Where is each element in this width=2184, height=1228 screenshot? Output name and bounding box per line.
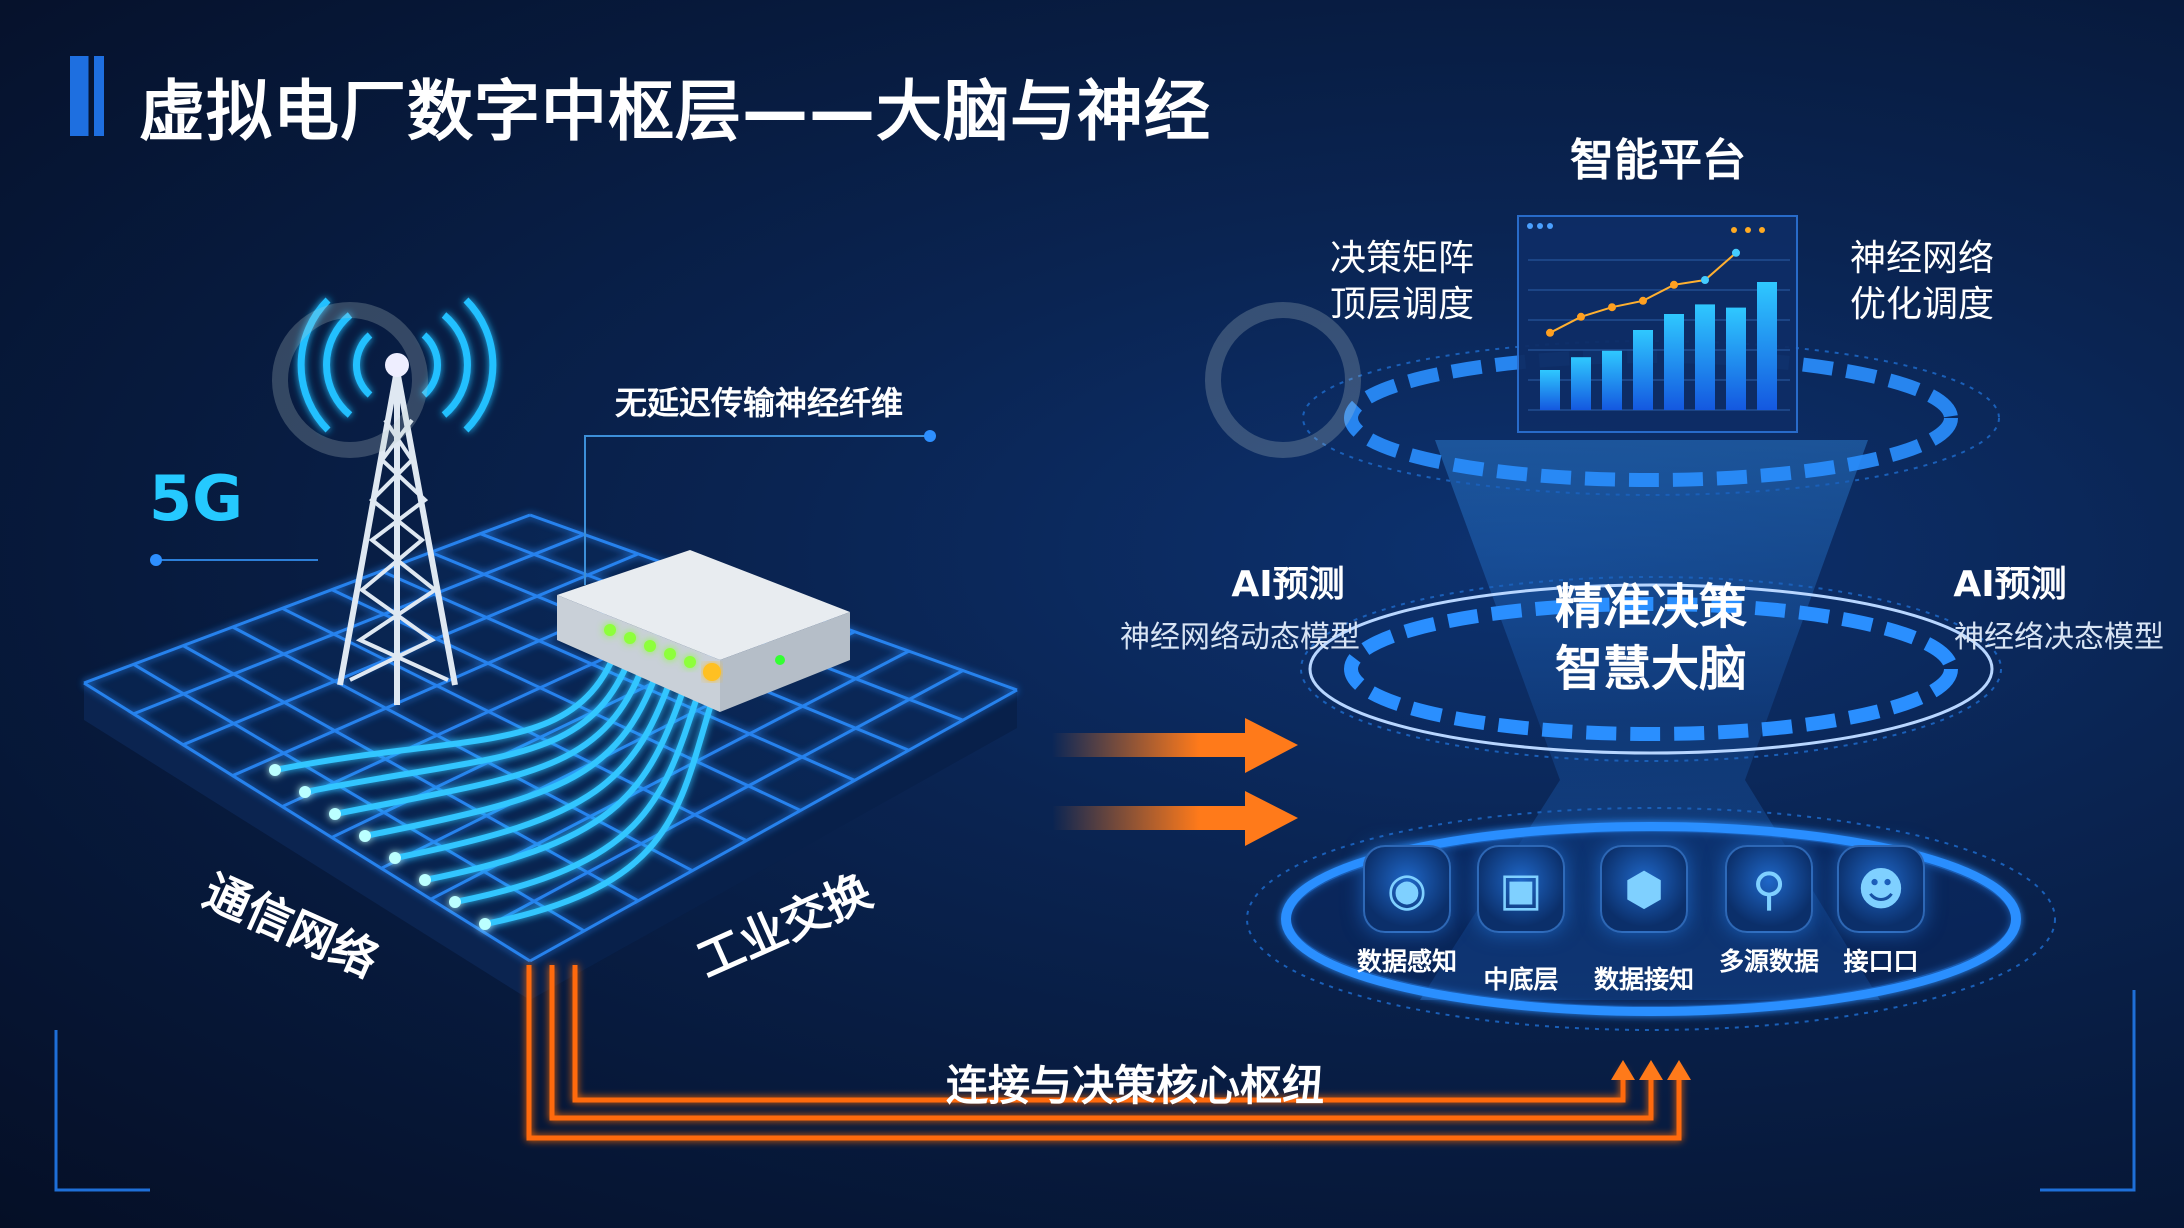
hub-connection-lines [526,965,1682,1141]
icon-label: 中底层 [1483,965,1559,994]
grid-line [231,625,694,872]
dashboard-point [1639,296,1647,305]
dashboard-point [1546,328,1554,337]
dashboard-point [1701,276,1709,284]
grid-line [281,606,748,842]
grid-line [479,669,964,932]
dashboard-point [1608,303,1616,312]
dashboard-point [1732,248,1740,257]
label-5g: 5G [149,462,244,535]
dashboard-bar [1633,330,1653,410]
grid-line [529,688,1018,963]
fiber-cable [334,651,651,817]
dashboard-bar [1540,370,1560,410]
dashboard-bar [1726,307,1746,410]
sensor-icon: ◉ [1363,845,1451,933]
fiber-light [269,764,281,776]
dashboard-point [1577,312,1585,321]
ai-right-sub: 神经络决态模型 [1954,620,2164,655]
fiber-light [479,918,491,930]
cube-icon: ⬢ [1600,845,1688,933]
grid-line [83,681,531,963]
frame-corner-right [2040,990,2136,1192]
dashboard-bar [1664,314,1684,410]
fiber-light [419,874,431,886]
fiber-cables [269,639,721,930]
dashboard-panel [1517,215,1798,433]
icon-label: 数据感知 [1356,947,1458,976]
cell-tower-icon [297,297,497,705]
dashboard-bar [1571,357,1591,410]
fiber-cable [394,663,679,861]
arrow-right-icon [1052,718,1298,773]
fiber-cable [274,639,623,773]
ai-right-title: AI预测 [1953,564,2067,605]
flow-arrows [1052,718,1298,846]
grid-line [133,533,585,716]
fiber-label: 无延迟传输神经纤维 [614,384,904,422]
fiber-light [389,852,401,864]
grid-line [380,569,856,782]
brain-center-label: 精准决策智慧大脑 [1555,576,1747,700]
brain-line: 智慧大脑 [1554,641,1748,697]
caption-line: 决策矩阵 [1330,238,1475,279]
fiber-cable [364,657,665,839]
platform-right-caption: 神经网络优化调度 [1850,236,1994,328]
page-title: 虚拟电厂数字中枢层——大脑与神经 [139,73,1211,150]
caption-line: 神经网络 [1850,238,1995,279]
ai-left-title: AI预测 [1231,564,1345,605]
platform-left-caption: 决策矩阵顶层调度 [1330,236,1474,328]
fiber-light [329,808,341,820]
user-icon: ☻ [1837,845,1925,933]
fiber-light [449,896,461,908]
caption-line: 优化调度 [1850,284,1995,325]
watermark [272,302,1361,458]
fiber-cable [454,675,707,905]
monitor-icon: ▣ [1477,845,1565,933]
fiber-cable [424,669,693,883]
hub-label: 连接与决策核心枢纽 [945,1061,1325,1110]
grid-line [83,513,531,685]
icon-label: 接口口 [1843,947,1919,976]
brain-line: 精准决策 [1554,579,1748,635]
fiber-light [359,830,371,842]
dashboard-bar [1695,304,1715,410]
frame-corner-left [54,1030,150,1192]
icon-label: 多源数据 [1718,947,1820,976]
dashboard-bar [1602,350,1622,410]
caption-line: 顶层调度 [1330,284,1475,325]
title-accent-bar [70,56,104,136]
network-switch-icon [557,550,850,712]
icon-label: 数据接知 [1593,965,1695,994]
fiber-cable [304,645,637,795]
ai-left-sub: 神经网络动态模型 [1120,620,1360,655]
search-icon: ⚲ [1725,845,1813,933]
platform-title: 智能平台 [1570,135,1746,186]
fiber-cable [484,681,721,927]
fiber-light [299,786,311,798]
dashboard-point [1670,280,1678,289]
arrow-right-icon [1052,791,1298,846]
dashboard-bar [1757,282,1777,410]
